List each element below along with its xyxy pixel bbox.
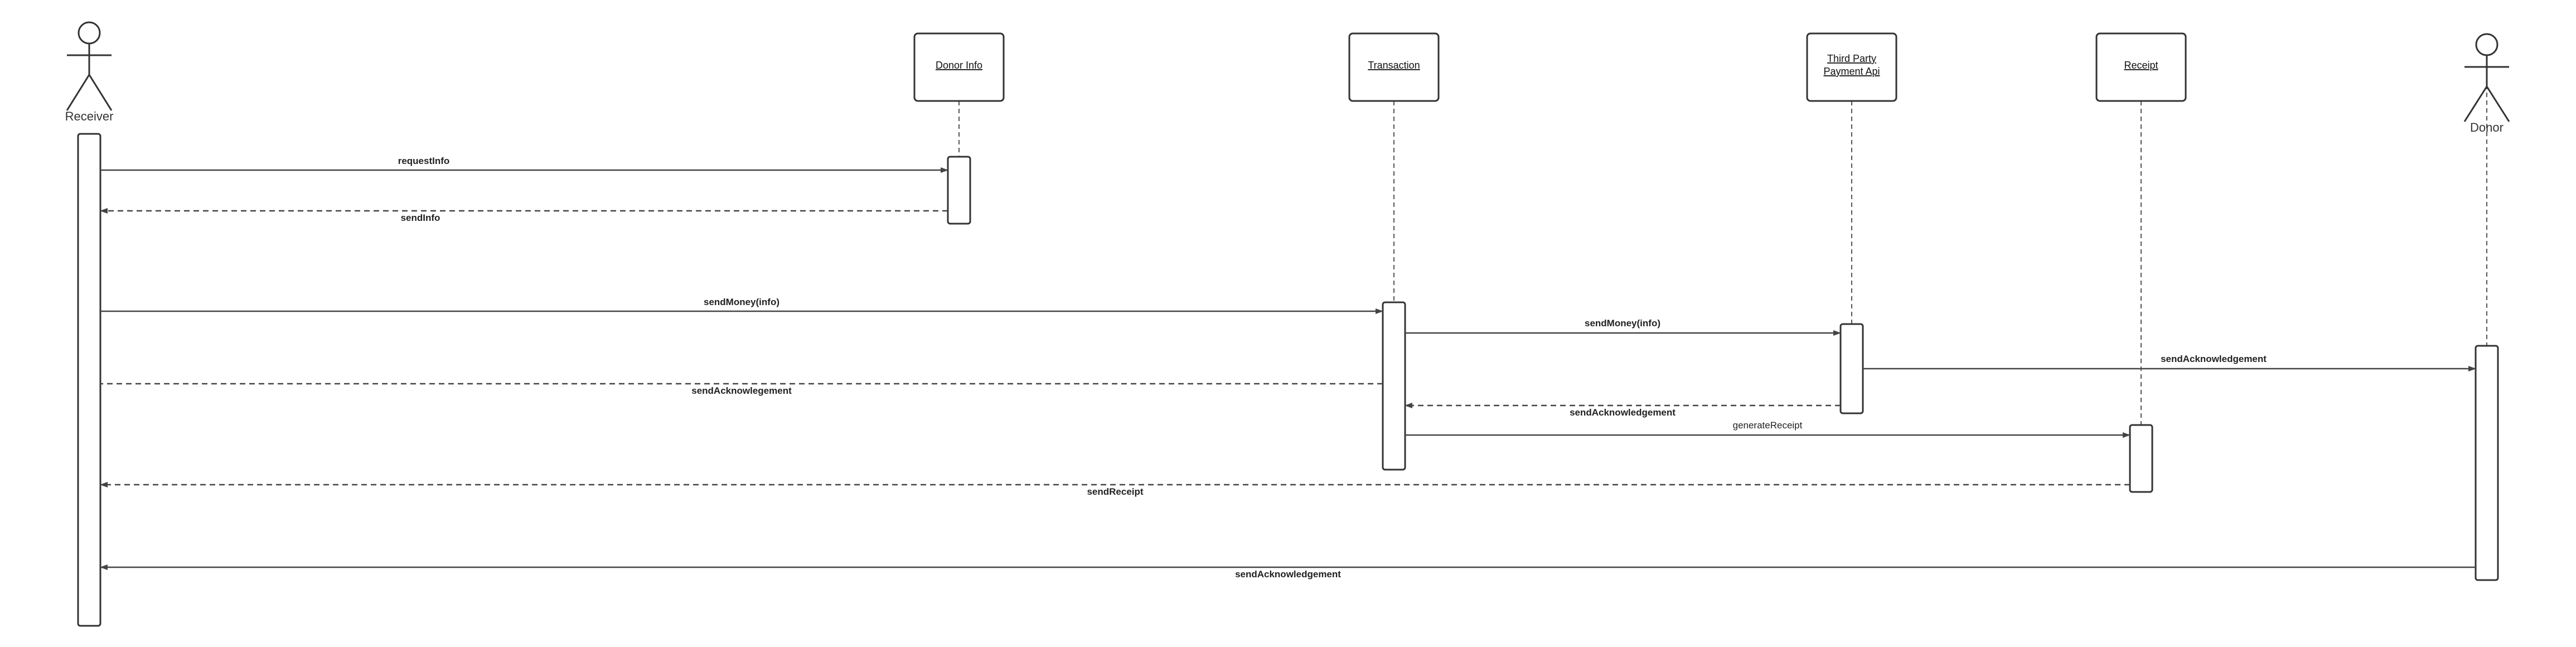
- message-label: sendAcknowledgement: [1235, 569, 1341, 580]
- donor-info-activation: [947, 156, 971, 225]
- message-label: sendReceipt: [1087, 486, 1143, 497]
- donor-info-label: Donor Info: [936, 60, 982, 71]
- message-generate-receipt: generateReceipt: [1405, 420, 2130, 438]
- message-label: sendAcknowledgement: [2161, 354, 2267, 364]
- message-ack-to-transaction: sendAcknowledgement: [1405, 403, 1841, 418]
- message-label: sendInfo: [401, 213, 440, 223]
- message-label: requestInfo: [398, 156, 450, 166]
- message-send-money-to-transaction: sendMoney(info): [100, 297, 1383, 314]
- message-label: sendMoney(info): [1585, 318, 1660, 329]
- message-ack-to-donor: sendAcknowledgement: [1863, 354, 2476, 371]
- donor-activation: [2475, 345, 2499, 581]
- message-request-info: requestInfo: [100, 156, 948, 173]
- receiver-actor-leg-right: [88, 74, 113, 111]
- message-label: sendAcknowledgement: [1570, 407, 1676, 418]
- receiver-activation: [77, 133, 101, 627]
- third-party-object: Third Party Payment Api: [1806, 32, 1897, 102]
- message-label: sendAcknowlegement: [691, 385, 792, 396]
- message-send-receipt: sendReceipt: [100, 482, 2130, 497]
- transaction-activation: [1382, 301, 1406, 471]
- donor-actor-head: [2475, 33, 2498, 56]
- receiver-actor-head: [78, 21, 101, 45]
- message-label: sendMoney(info): [704, 297, 779, 307]
- message-donor-ack-to-receiver: sendAcknowledgement: [100, 564, 2476, 580]
- donor-info-object: Donor Info: [913, 32, 1005, 102]
- donor-actor-leg-left: [2463, 86, 2488, 122]
- transaction-object: Transaction: [1348, 32, 1440, 102]
- receipt-box: [2095, 32, 2187, 102]
- donor-actor: Donor: [2463, 33, 2510, 134]
- transaction-label: Transaction: [1368, 60, 1420, 71]
- receiver-actor: Receiver: [65, 21, 114, 123]
- third-party-activation: [1839, 323, 1864, 414]
- transaction-box: [1348, 32, 1440, 102]
- receiver-actor-leg-left: [66, 74, 90, 111]
- message-label: generateReceipt: [1733, 420, 1803, 431]
- third-party-label-line2: Payment Api: [1823, 66, 1880, 77]
- receipt-object: Receipt: [2095, 32, 2187, 102]
- receipt-activation: [2129, 424, 2153, 493]
- third-party-label-line1: Third Party: [1827, 53, 1876, 64]
- receipt-label: Receipt: [2124, 60, 2158, 71]
- donor-info-box: [913, 32, 1005, 102]
- donor-actor-leg-right: [2486, 86, 2510, 122]
- message-send-info: sendInfo: [100, 208, 948, 223]
- message-send-money-to-payment-api: sendMoney(info): [1405, 318, 1841, 336]
- message-ack-to-receiver: sendAcknowlegement: [100, 383, 1383, 396]
- third-party-box: [1806, 32, 1897, 102]
- donor-label: Donor: [2470, 120, 2504, 134]
- receiver-label: Receiver: [65, 109, 114, 123]
